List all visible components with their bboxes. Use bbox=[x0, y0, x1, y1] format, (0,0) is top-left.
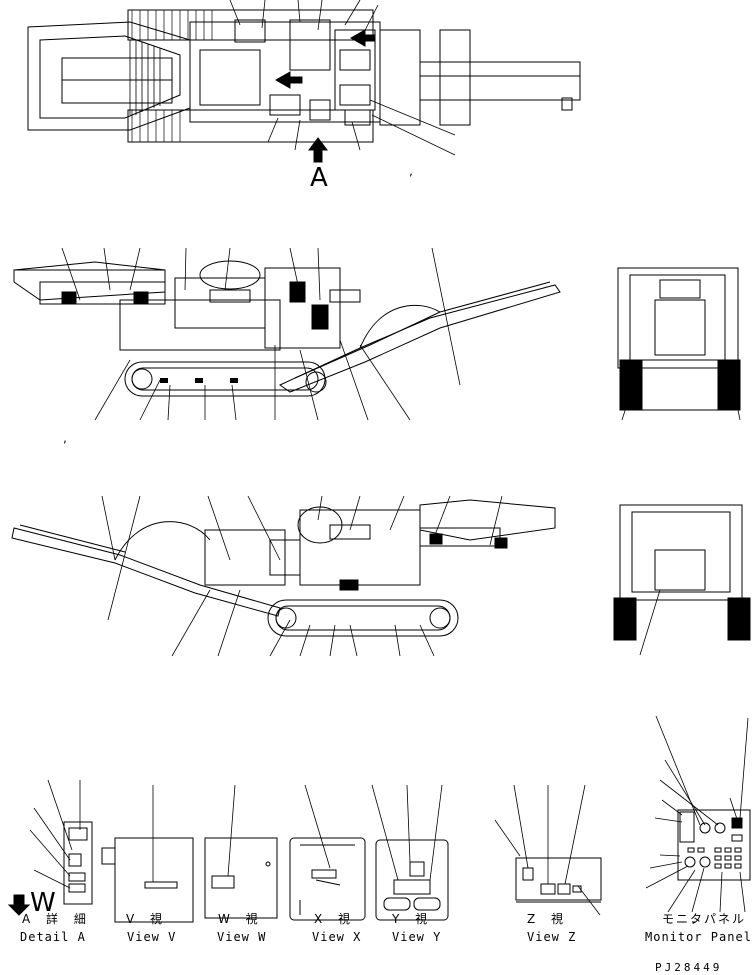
svg-text:,: , bbox=[62, 434, 68, 445]
view-caption-jp: A 詳 細 bbox=[22, 912, 92, 926]
view-x-drawing bbox=[289, 784, 366, 921]
detail-a-drawing bbox=[29, 779, 93, 905]
view-caption-en: Monitor Panel bbox=[645, 930, 752, 944]
side-view-left bbox=[13, 247, 561, 421]
side-view-right bbox=[11, 495, 556, 657]
view-caption-jp: モニタパネル bbox=[662, 912, 747, 926]
view-w-arrow bbox=[7, 894, 31, 916]
view-caption-jp: Z 視 bbox=[527, 912, 570, 926]
view-caption-jp: V 視 bbox=[126, 912, 169, 926]
view-caption-jp: W 視 bbox=[218, 912, 264, 926]
view-y-drawing bbox=[371, 784, 449, 921]
monitor-panel-drawing bbox=[645, 715, 751, 923]
front-view-lower bbox=[613, 504, 751, 656]
view-caption-en: View Z bbox=[527, 930, 577, 944]
view-caption-en: View V bbox=[127, 930, 177, 944]
view-caption-en: View X bbox=[312, 930, 362, 944]
view-w-drawing bbox=[204, 784, 278, 919]
svg-text:,: , bbox=[408, 167, 414, 178]
callout-w: W bbox=[30, 888, 57, 918]
top-view bbox=[27, 0, 581, 163]
view-z-drawing bbox=[494, 784, 602, 916]
view-caption-en: View Y bbox=[392, 930, 442, 944]
callout-a: A bbox=[310, 163, 329, 193]
view-caption-jp: Y 視 bbox=[392, 912, 434, 926]
drawing-number: PJ28449 bbox=[655, 961, 723, 974]
view-caption-en: View W bbox=[217, 930, 267, 944]
view-v-drawing bbox=[101, 785, 194, 923]
view-caption-en: Detail A bbox=[20, 930, 86, 944]
view-caption-jp: X 視 bbox=[314, 912, 357, 926]
front-view-upper bbox=[617, 267, 741, 421]
